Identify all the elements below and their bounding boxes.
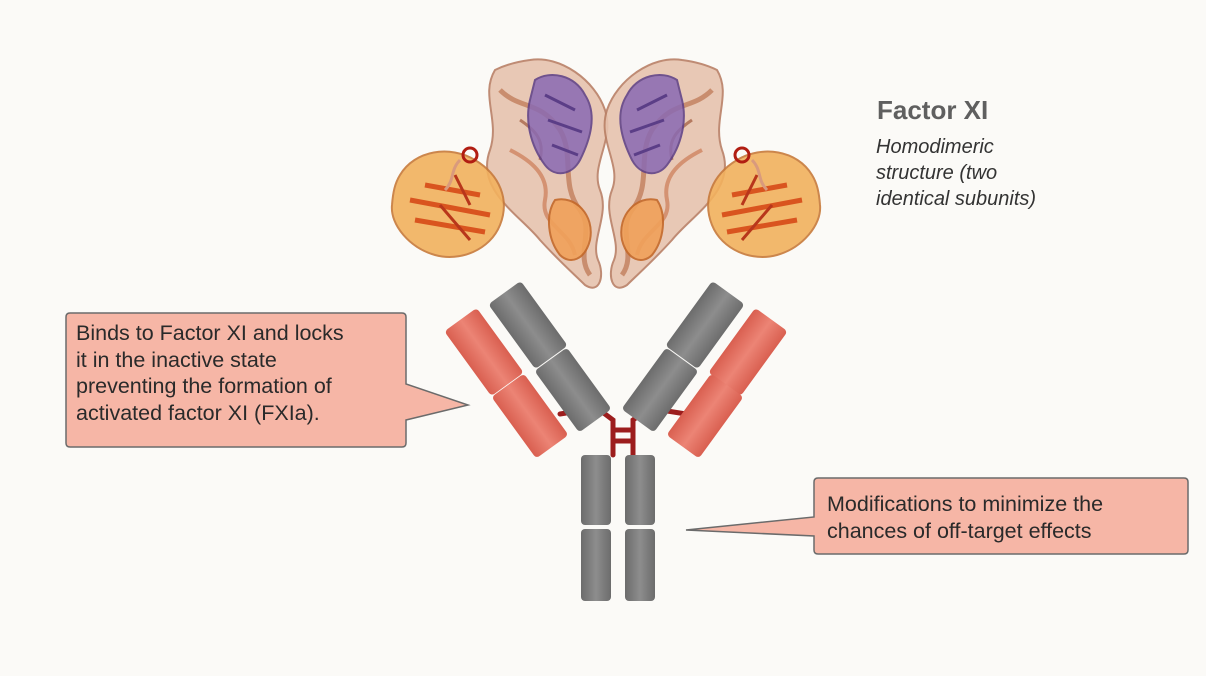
- factor-xi-subunit-left: [390, 58, 609, 289]
- callout-left-box: [65, 312, 471, 448]
- callout-line: Modifications to minimize the: [827, 492, 1104, 516]
- callout-line: chances of off-target effects: [827, 518, 1092, 543]
- right-light-chain-variable: [709, 309, 787, 395]
- factor-xi-subunit-right: [603, 58, 822, 289]
- fc-right-upper: [625, 455, 655, 525]
- callout-line: it in the inactive state: [76, 347, 277, 372]
- protein-description-line: Homodimeric: [876, 136, 994, 158]
- left-heavy-chain-constant: [536, 349, 610, 431]
- right-heavy-chain-constant: [623, 349, 697, 431]
- protein-description-line: identical subunits): [876, 188, 1037, 210]
- right-heavy-chain-variable: [666, 282, 744, 368]
- factor-xi-structure: [390, 58, 822, 289]
- antibody: [445, 282, 787, 601]
- antibody-left-arm: [445, 282, 610, 457]
- right-light-chain-constant: [668, 375, 742, 457]
- left-heavy-chain-variable: [489, 282, 567, 368]
- callout-line: preventing the formation of: [76, 374, 332, 398]
- fc-left-upper: [581, 455, 611, 525]
- protein-description: Homodimeric structure (two identical sub…: [876, 134, 1086, 212]
- antibody-fc-region: [581, 455, 655, 601]
- left-light-chain-constant: [493, 375, 567, 457]
- protein-title: Factor XI: [877, 95, 989, 125]
- antibody-right-arm: [623, 282, 787, 457]
- fc-left-lower: [581, 529, 611, 601]
- fc-right-lower: [625, 529, 655, 601]
- callout-right-box: [685, 477, 1189, 555]
- modifications-callout-text: Modifications to minimize the chances of…: [827, 491, 1187, 544]
- callout-line: Binds to Factor XI and locks: [76, 321, 344, 345]
- protein-description-line: structure (two: [876, 162, 998, 184]
- left-light-chain-variable: [445, 309, 523, 395]
- callout-line: activated factor XI (FXIa).: [76, 400, 320, 425]
- binding-callout-text: Binds to Factor XI and locks it in the i…: [76, 320, 406, 426]
